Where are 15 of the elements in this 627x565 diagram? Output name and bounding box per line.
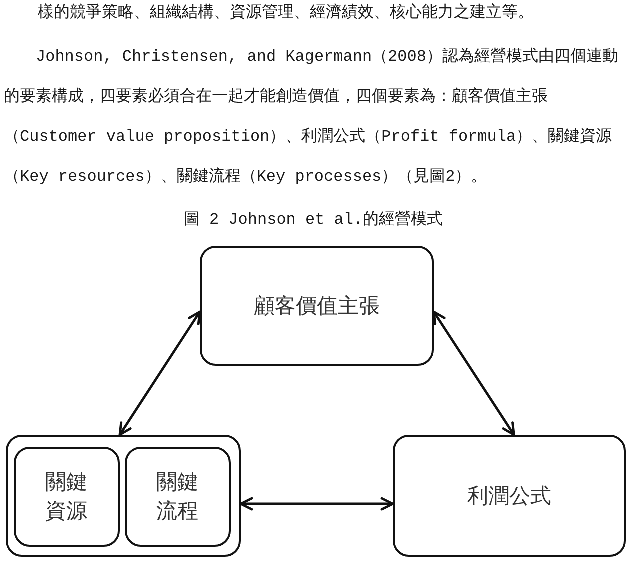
- node-label: 顧客價值主張: [254, 292, 380, 320]
- node-label: 利潤公式: [468, 482, 552, 510]
- node-label: 關鍵流程: [155, 469, 200, 524]
- double-arrow: [240, 497, 394, 511]
- double-arrow: [432, 310, 516, 436]
- node-label: 關鍵資源: [44, 469, 88, 524]
- figure-caption: 圖 2 Johnson et al.的經營模式: [184, 210, 444, 231]
- double-arrow: [118, 310, 202, 436]
- concept-box: [124, 446, 230, 546]
- container-box: [6, 435, 241, 557]
- body-paragraph: 樣的競爭策略、組織結構、資源管理、經濟績效、核心能力之建立等。: [37, 2, 535, 24]
- body-paragraph: Johnson, Christensen, and Kagermann（2008）認為經營模式由四個連動的要素構成，四要素必須合在一起才能創造價值，四個要素為：顧客價值主張（Customer value proposition）、利潤公式（Profit formula）、關鍵資源（Key resources）、關鍵流程（Key processes）（見圖2）。: [3, 46, 620, 188]
- concept-box: [200, 246, 434, 366]
- concept-box: [14, 446, 120, 546]
- concept-box: [393, 435, 626, 557]
